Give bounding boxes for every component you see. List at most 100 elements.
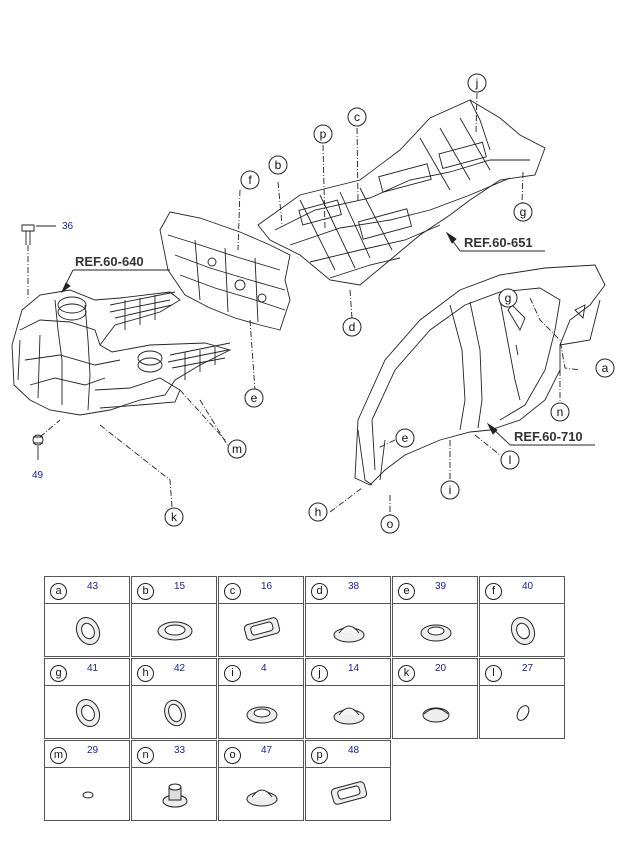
legend-part-number: 41 (87, 663, 99, 674)
legend-part-number: 43 (87, 581, 99, 592)
grommet-angled-icon (75, 616, 101, 646)
legend-part-number: 38 (348, 581, 360, 592)
ref-label-60-710: REF.60-710 (514, 429, 583, 444)
ring-plug-icon (246, 706, 278, 724)
callout-label-d: d (349, 320, 356, 334)
callout-label-g1: g (520, 205, 527, 219)
ref-label-60-651: REF.60-651 (464, 235, 533, 250)
legend-cell-c: c 16 (218, 576, 304, 657)
legend-letter-n: n (137, 747, 154, 764)
grommet-angled-icon (510, 616, 536, 646)
legend-letter-j: j (311, 665, 328, 682)
callout-label-b: b (275, 158, 282, 172)
callout-label-h: h (315, 505, 322, 519)
legend-letter-k: k (398, 665, 415, 682)
legend-divider (393, 685, 477, 686)
legend-divider (219, 767, 303, 768)
dome-plug-icon (333, 707, 365, 725)
legend-part-number: 42 (174, 663, 186, 674)
legend-part-number: 47 (261, 745, 273, 756)
legend-cell-p: p 48 (305, 740, 391, 821)
legend-part-number: 27 (522, 663, 534, 674)
callout-circles (164, 73, 615, 534)
callout-label-k: k (171, 510, 178, 524)
callout-label-l: l (509, 453, 512, 467)
body-parts-diagram: j c p b f g d g a n e e m l i h k o 36 4… (11, 73, 615, 534)
legend-divider (306, 603, 390, 604)
callout-label-c: c (354, 110, 360, 124)
legend-cell-k: k 20 (392, 658, 478, 739)
callout-n (550, 402, 570, 422)
stepped-plug-icon (162, 783, 188, 808)
legend-part-number: 4 (261, 663, 267, 674)
callout-e1 (244, 388, 264, 408)
legend-divider (219, 685, 303, 686)
callout-h (308, 502, 328, 522)
legend-divider (132, 767, 216, 768)
callout-a (595, 358, 615, 378)
legend-part-number: 48 (348, 745, 360, 756)
legend-divider (306, 685, 390, 686)
callout-label-j: j (475, 76, 479, 90)
callout-label-p: p (320, 127, 327, 141)
legend-letter-g: g (50, 665, 67, 682)
callout-b (268, 155, 288, 175)
callout-g2 (498, 288, 518, 308)
callout-f (240, 170, 260, 190)
grommet-oval-icon (164, 699, 186, 727)
legend-letter-h: h (137, 665, 154, 682)
legend-letter-a: a (50, 583, 67, 600)
legend-part-number: 15 (174, 581, 186, 592)
legend-divider (219, 603, 303, 604)
legend-divider (306, 767, 390, 768)
callout-label-i: i (449, 483, 452, 497)
callout-label-m: m (232, 442, 242, 456)
callout-j (467, 73, 487, 93)
legend-cell-o: o 47 (218, 740, 304, 821)
legend-part-number: 20 (435, 663, 447, 674)
legend-letter-p: p (311, 747, 328, 764)
callout-label-o: o (387, 517, 394, 531)
legend-letter-c: c (224, 583, 241, 600)
callout-o (380, 514, 400, 534)
grommet-flat-icon (157, 621, 193, 641)
legend-divider (393, 603, 477, 604)
legend-letter-f: f (485, 583, 502, 600)
side-panel-drawing (329, 264, 606, 515)
legend-letter-b: b (137, 583, 154, 600)
thin-oval-icon (516, 705, 530, 721)
legend-cell-f: f 40 (479, 576, 565, 657)
legend-cell-h: h 42 (131, 658, 217, 739)
callout-label-e1: e (251, 391, 258, 405)
callout-k (164, 507, 184, 527)
callout-e2 (395, 428, 415, 448)
legend-divider (45, 685, 129, 686)
dash-panel-drawing (159, 189, 291, 391)
legend-cell-n: n 33 (131, 740, 217, 821)
legend-part-number: 29 (87, 745, 99, 756)
ring-plug-icon (420, 624, 452, 642)
legend-part-number: 16 (261, 581, 273, 592)
part-number-36: 36 (62, 221, 74, 232)
callout-p (313, 124, 333, 144)
ref-label-60-640: REF.60-640 (75, 254, 144, 269)
legend-letter-o: o (224, 747, 241, 764)
callout-g1 (513, 202, 533, 222)
legend-cell-b: b 15 (131, 576, 217, 657)
legend-letter-i: i (224, 665, 241, 682)
legend-part-number: 33 (174, 745, 186, 756)
rect-plug-icon (243, 617, 281, 641)
legend-part-number: 40 (522, 581, 534, 592)
dome-plug-icon (246, 789, 278, 807)
callout-label-f: f (248, 173, 252, 187)
legend-divider (45, 767, 129, 768)
callout-m (227, 439, 247, 459)
callout-c (347, 107, 367, 127)
callout-label-g2: g (505, 291, 512, 305)
legend-letter-e: e (398, 583, 415, 600)
